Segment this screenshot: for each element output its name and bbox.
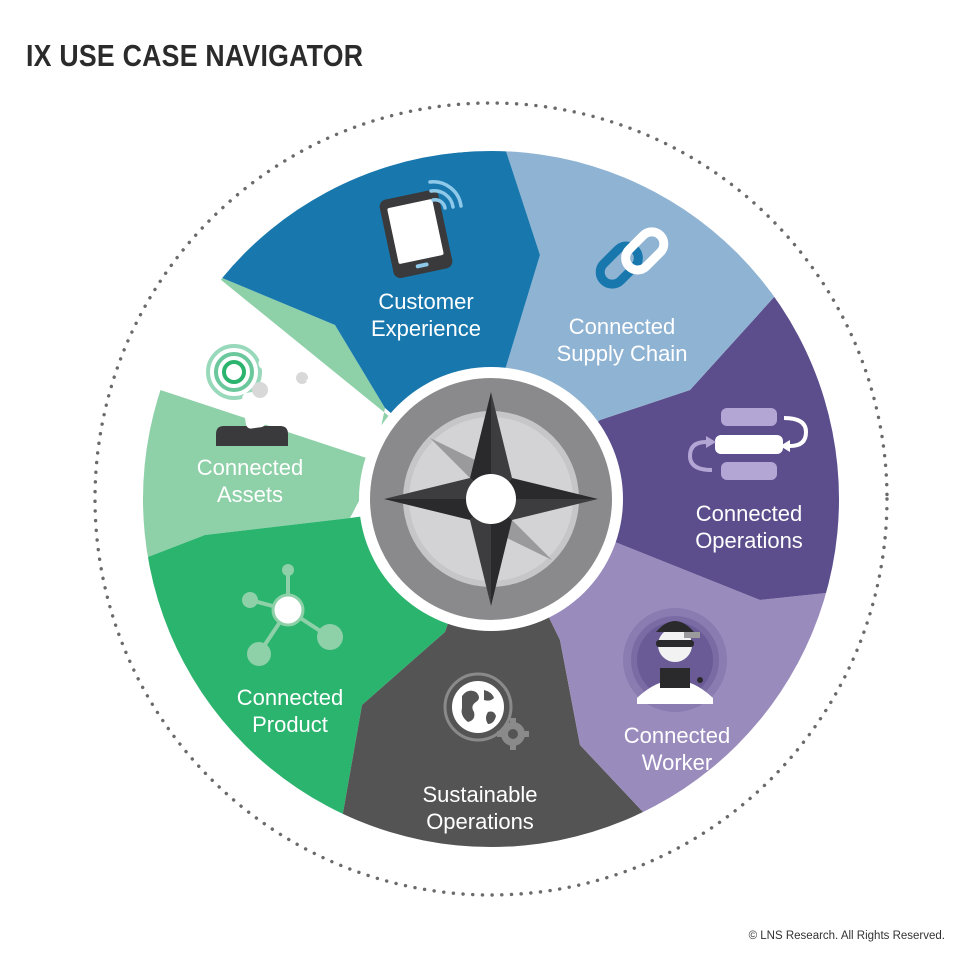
copyright-notice: © LNS Research. All Rights Reserved. — [748, 930, 945, 942]
label-sustainable-operations-line1: Sustainable — [423, 782, 538, 807]
network-node-icon — [242, 564, 343, 666]
label-connected-worker-line2: Worker — [642, 750, 713, 775]
label-sustainable-operations-line2: Operations — [426, 809, 534, 834]
robot-arm-icon — [206, 344, 324, 446]
label-customer-experience-line1: Customer — [378, 289, 473, 314]
segment-connected-assets[interactable] — [130, 275, 491, 560]
label-connected-assets-line1: Connected — [197, 455, 303, 480]
compass-icon — [384, 392, 598, 606]
label-connected-supply-chain-line1: Connected — [569, 314, 675, 339]
segment-sustainable-operations[interactable] — [340, 499, 660, 870]
label-customer-experience-line2: Experience — [371, 316, 481, 341]
label-connected-operations-line2: Operations — [695, 528, 803, 553]
chain-link-icon — [595, 227, 669, 289]
label-connected-assets-line2: Assets — [217, 482, 283, 507]
label-connected-operations-line1: Connected — [696, 501, 802, 526]
dotted-outer-ring — [93, 101, 889, 897]
globe-gear-icon — [443, 672, 529, 750]
label-connected-supply-chain-line2: Supply Chain — [557, 341, 688, 366]
label-connected-product-line2: Product — [252, 712, 328, 737]
worker-ar-glasses-icon — [623, 608, 727, 712]
smartphone-icon — [379, 180, 463, 279]
page-title: IX USE CASE NAVIGATOR — [26, 38, 364, 73]
segment-labels: Customer Experience Connected Supply Cha… — [197, 289, 803, 834]
process-cycle-icon — [687, 408, 809, 480]
label-connected-worker-line1: Connected — [624, 723, 730, 748]
compass-hub — [359, 367, 623, 631]
label-connected-product-line1: Connected — [237, 685, 343, 710]
